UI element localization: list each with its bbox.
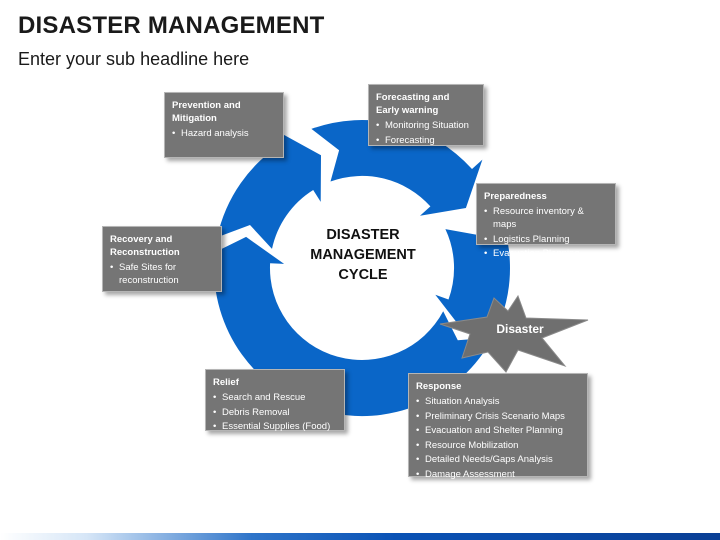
box-heading: Relief [213, 376, 337, 389]
box-heading: Recovery and Reconstruction [110, 233, 214, 259]
cycle-arrow-segment [217, 130, 321, 249]
disaster-label: Disaster [496, 322, 544, 336]
list-item: Detailed Needs/Gaps Analysis [416, 453, 580, 466]
list-item: Evacuation Planning [484, 247, 608, 260]
list-item: Situation Analysis [416, 395, 580, 408]
heading-line: Response [416, 381, 462, 392]
list-item: Debris Removal [213, 406, 337, 419]
cycle-center-label: DISASTER MANAGEMENT CYCLE [286, 225, 440, 285]
list-item: Damage Assessment [416, 468, 580, 481]
list-item: Hazard analysis [172, 127, 276, 140]
bullet-list: Hazard analysis [172, 127, 276, 140]
relief-box: Relief Search and Rescue Debris Removal … [205, 369, 345, 433]
list-item: Safe Sites for reconstruction [110, 261, 214, 287]
box-heading: Response [416, 380, 580, 393]
disaster-burst [439, 294, 589, 373]
list-item: Resource Mobilization [416, 439, 580, 452]
center-line: DISASTER [326, 227, 400, 243]
heading-line: Reconstruction [110, 247, 180, 258]
response-box: Response Situation Analysis Preliminary … [408, 373, 588, 481]
center-line: MANAGEMENT [310, 247, 416, 263]
slide-title: DISASTER MANAGEMENT [18, 12, 325, 39]
box-heading: Forecasting and Early warning [376, 91, 476, 117]
list-item: Essential Supplies (Food) [213, 420, 337, 433]
list-item: Monitoring Situation [376, 119, 476, 132]
bullet-list: Situation Analysis Preliminary Crisis Sc… [416, 395, 580, 481]
box-heading: Preparedness [484, 190, 608, 203]
list-item: Evacuation and Shelter Planning [416, 424, 580, 437]
slide-subtitle: Enter your sub headline here [18, 49, 250, 69]
list-item: Preliminary Crisis Scenario Maps [416, 410, 580, 423]
recovery-box: Recovery and Reconstruction Safe Sites f… [102, 226, 222, 292]
footer-gradient-bar [0, 533, 720, 540]
heading-line: Recovery and [110, 234, 173, 245]
heading-line: Relief [213, 377, 239, 388]
list-item: Logistics Planning [484, 233, 608, 246]
forecasting-box: Forecasting and Early warning Monitoring… [368, 84, 484, 147]
heading-line: Mitigation [172, 113, 217, 124]
preparedness-box: Preparedness Resource inventory & maps L… [476, 183, 616, 260]
heading-line: Early warning [376, 105, 439, 116]
list-item: Search and Rescue [213, 391, 337, 404]
list-item: Resource inventory & maps [484, 205, 608, 231]
center-line: CYCLE [338, 267, 388, 283]
bullet-list: Resource inventory & maps Logistics Plan… [484, 205, 608, 260]
list-item: Forecasting [376, 134, 476, 147]
prevention-box: Prevention and Mitigation Hazard analysi… [164, 92, 284, 158]
heading-line: Forecasting and [376, 92, 450, 103]
box-heading: Prevention and Mitigation [172, 99, 276, 125]
bullet-list: Safe Sites for reconstruction [110, 261, 214, 287]
bullet-list: Search and Rescue Debris Removal Essenti… [213, 391, 337, 433]
heading-line: Prevention and [172, 100, 241, 111]
bullet-list: Monitoring Situation Forecasting [376, 119, 476, 147]
heading-line: Preparedness [484, 191, 547, 202]
